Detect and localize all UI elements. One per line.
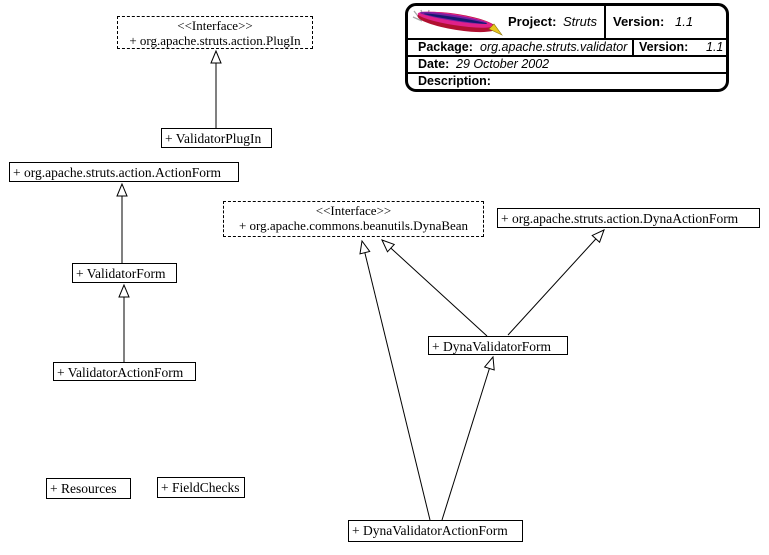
version-value: 1.1	[675, 14, 694, 29]
package-value: org.apache.struts.validator	[480, 40, 628, 54]
class-name: + org.apache.struts.action.PlugIn	[129, 33, 301, 48]
class-box-validator-form: + ValidatorForm	[72, 263, 177, 283]
title-block-row-description: Description:	[408, 74, 726, 89]
date-value: 29 October 2002	[456, 57, 550, 71]
title-block-row-package: Package: org.apache.struts.validator Ver…	[408, 40, 726, 57]
class-name: + Resources	[50, 481, 117, 496]
title-block-row-project: Project: Struts Version: 1.1	[408, 6, 726, 40]
edge-dynavalidatorform-to-dynaactionform	[507, 229, 605, 336]
divider	[604, 6, 606, 38]
class-box-resources: + Resources	[46, 478, 131, 499]
class-name: + org.apache.commons.beanutils.DynaBean	[238, 218, 469, 233]
version-label: Version:	[613, 14, 665, 29]
title-block-row-date: Date: 29 October 2002	[408, 57, 726, 74]
stereotype-label: <<Interface>>	[315, 203, 392, 218]
edge-dynavalidatorform-to-dynabean	[381, 239, 488, 337]
class-name: + FieldChecks	[161, 480, 240, 495]
class-box-dyna-validator-action-form: + DynaValidatorActionForm	[348, 520, 523, 542]
class-name: + ValidatorForm	[76, 266, 166, 281]
edge-dynavalidatoractionform-to-dynabean	[359, 239, 431, 521]
project-value: Struts	[563, 14, 597, 29]
package-version-value: 1.1	[706, 40, 724, 54]
class-box-validator-action-form: + ValidatorActionForm	[53, 362, 196, 381]
package-version-label: Version:	[639, 40, 689, 54]
class-name: + org.apache.struts.action.DynaActionFor…	[501, 211, 739, 226]
title-block: Project: Struts Version: 1.1 Package: or…	[405, 3, 729, 92]
class-name: + DynaValidatorActionForm	[352, 523, 508, 538]
class-box-dynabean-interface: <<Interface>> + org.apache.commons.beanu…	[223, 201, 484, 237]
class-name: + DynaValidatorForm	[432, 339, 551, 354]
class-box-dyna-actionform: + org.apache.struts.action.DynaActionFor…	[497, 208, 760, 228]
class-box-actionform: + org.apache.struts.action.ActionForm	[9, 162, 239, 182]
description-label: Description:	[418, 74, 491, 88]
class-box-dyna-validator-form: + DynaValidatorForm	[428, 336, 568, 355]
class-box-plugin-interface: <<Interface>> + org.apache.struts.action…	[117, 16, 313, 49]
stereotype-label: <<Interface>>	[177, 18, 253, 33]
class-name: + ValidatorActionForm	[57, 365, 184, 380]
edge-dynavalidatoractionform-to-dynavalidatorform	[441, 355, 495, 521]
project-label: Project:	[508, 14, 557, 29]
divider	[632, 40, 634, 55]
apache-feather-icon	[412, 9, 503, 36]
class-box-field-checks: + FieldChecks	[157, 477, 245, 498]
class-box-validator-plugin: + ValidatorPlugIn	[161, 128, 272, 148]
class-name: + ValidatorPlugIn	[165, 131, 262, 146]
class-name: + org.apache.struts.action.ActionForm	[13, 165, 221, 180]
package-label: Package:	[418, 40, 473, 54]
date-label: Date:	[418, 57, 450, 71]
